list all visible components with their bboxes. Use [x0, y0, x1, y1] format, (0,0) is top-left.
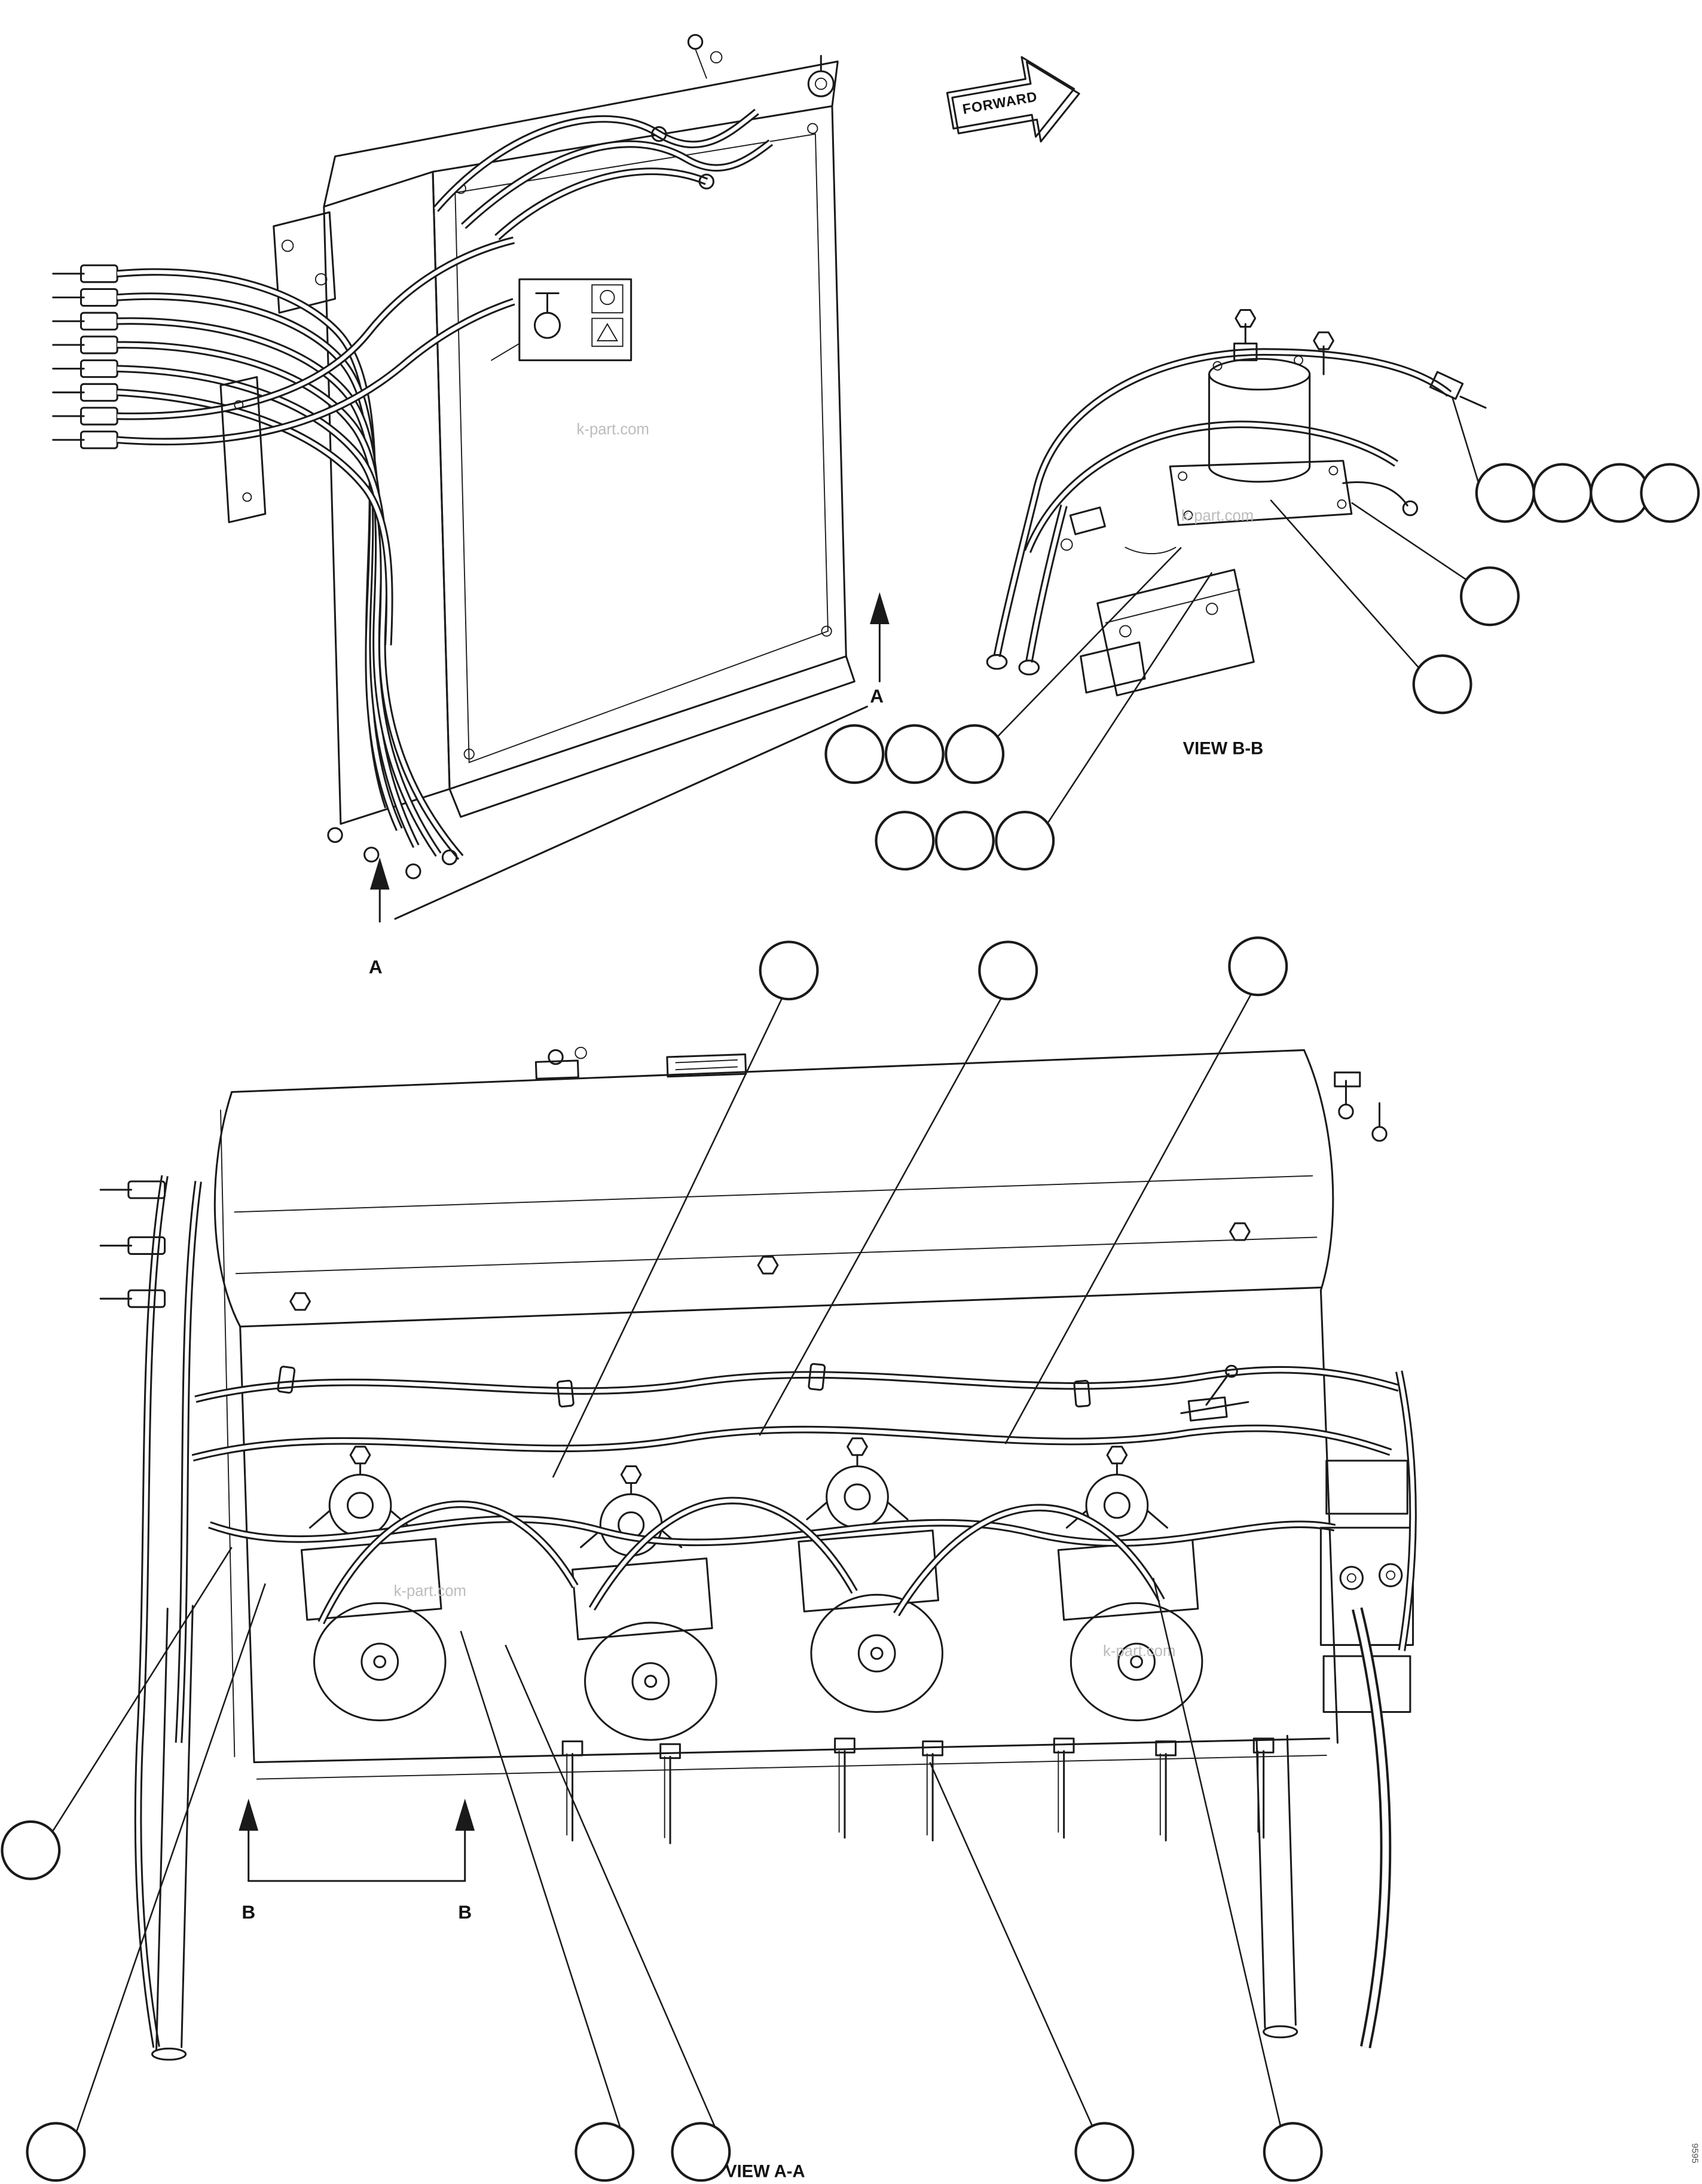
callout-circle-bb-trio-1 — [884, 724, 945, 784]
callout-circle-aa-top — [978, 940, 1038, 1001]
callout-circle-bb-trio-2 — [934, 811, 995, 871]
section-b-label-left: B — [242, 1901, 255, 1923]
section-b-label-right: B — [458, 1901, 472, 1923]
ball-valve-handle — [1180, 1364, 1249, 1422]
watermarks-layer: k-part.com k-part.com k-part.com k-part.com — [394, 421, 1254, 1660]
caution-label-icon — [591, 317, 624, 347]
callout-circle-aa-left — [1, 1820, 61, 1880]
lifting-eyelet — [807, 70, 835, 97]
callout-circle-aa-bottom — [575, 2122, 635, 2182]
section-b-arrow-left-icon — [239, 1798, 259, 1831]
callout-circle-bb-row — [1590, 463, 1650, 523]
callout-circle-bb-row — [1532, 463, 1593, 523]
page-code: 9595 — [1690, 2143, 1700, 2164]
callout-circle-bb-single — [1460, 566, 1520, 627]
leader-line — [52, 1547, 233, 1831]
forward-arrow: FORWARD — [942, 48, 1087, 157]
watermark-text: k-part.com — [1103, 1643, 1175, 1660]
section-a-label-right: A — [870, 685, 884, 707]
callout-circle-aa-bottom — [26, 2122, 86, 2182]
forward-label: FORWARD — [961, 88, 1038, 117]
callout-circle-aa-bottom — [1263, 2122, 1323, 2182]
leader-line — [1152, 1578, 1281, 2126]
view-aa-assembly — [99, 1046, 1413, 2061]
rear-right-leg — [1255, 1734, 1298, 2039]
leader-line — [552, 998, 783, 1478]
leader-lines-layer — [52, 396, 1480, 2131]
leader-line — [460, 1630, 621, 2127]
leader-line — [1451, 396, 1480, 484]
mounting-studs — [561, 1737, 1275, 1844]
callout-circle-aa-bottom — [1074, 2122, 1135, 2182]
right-top-fittings — [1334, 1071, 1388, 1142]
main-valve-assembly — [52, 33, 855, 879]
valve-block — [1169, 460, 1419, 526]
view-bb-assembly — [986, 309, 1487, 697]
mounting-bracket — [273, 211, 337, 314]
callout-circle-aa-top — [1228, 936, 1288, 997]
hydraulic-tank — [213, 1046, 1339, 1780]
bb-bracket — [1080, 569, 1255, 697]
leader-line — [76, 1583, 266, 2131]
decal-detail-box — [491, 278, 632, 362]
leader-line — [505, 1644, 716, 2127]
hose-bundle — [117, 112, 771, 857]
callout-circle-bb-trio-2 — [995, 811, 1055, 871]
leader-line — [996, 546, 1182, 738]
valve-unit-4 — [1058, 1447, 1202, 1721]
watermark-text: k-part.com — [577, 421, 649, 438]
hose-fittings-left — [52, 264, 118, 450]
leader-line — [1270, 499, 1419, 668]
callouts-layer — [1, 463, 1700, 2182]
section-a-label-left: A — [369, 956, 383, 978]
valve-glyph-icon — [533, 311, 561, 339]
watermark-text: k-part.com — [394, 1583, 466, 1600]
hose-retainer-strip — [219, 376, 267, 524]
leader-line — [1046, 572, 1213, 824]
callout-circle-aa-top — [759, 940, 819, 1001]
section-b-indicator — [239, 1798, 475, 1882]
solenoid-cylinder — [1208, 309, 1334, 483]
leader-line — [1004, 994, 1252, 1444]
section-b-arrow-right-icon — [455, 1798, 475, 1831]
view-bb-caption: VIEW B-B — [1183, 739, 1264, 758]
callout-circle-bb-row — [1640, 463, 1700, 523]
callout-circle-bb-single — [1412, 654, 1472, 714]
leader-line — [1351, 502, 1467, 581]
leader-line — [929, 1762, 1094, 2129]
warning-label-icon — [591, 284, 624, 314]
callout-circle-bb-row — [1475, 463, 1535, 523]
section-a-arrow-right-icon — [870, 592, 890, 625]
view-aa-caption: VIEW A-A — [725, 2162, 805, 2181]
watermark-text: k-part.com — [1181, 508, 1254, 524]
callout-circle-bb-trio-1 — [945, 724, 1005, 784]
callout-circle-aa-bottom — [671, 2122, 731, 2182]
section-a-indicator — [369, 592, 890, 923]
leader-line — [759, 998, 1002, 1436]
left-leg — [151, 1605, 194, 2061]
section-a-arrow-left-icon — [369, 857, 390, 890]
callout-circle-bb-trio-2 — [875, 811, 935, 871]
callout-circle-bb-trio-1 — [824, 724, 885, 784]
